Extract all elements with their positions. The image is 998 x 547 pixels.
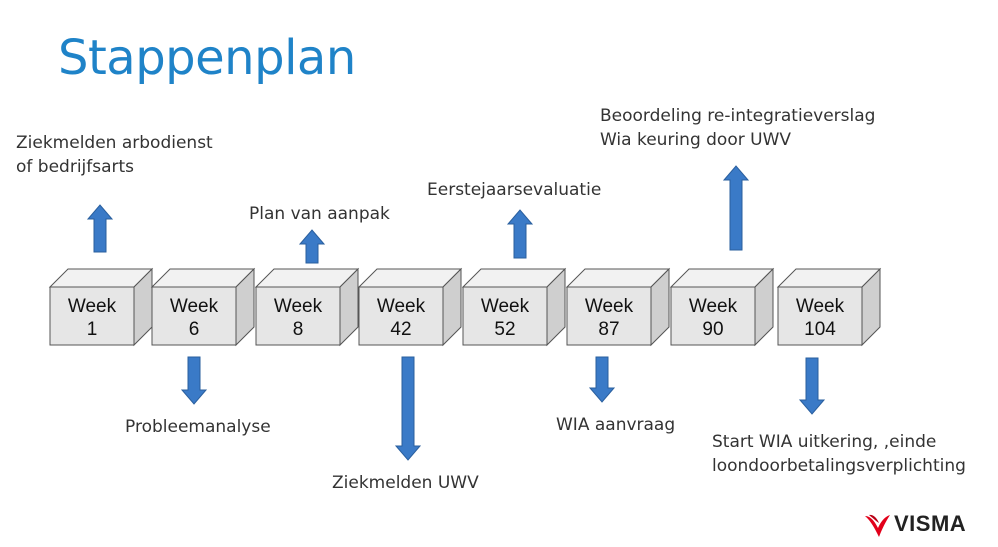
week-box-label: Week	[274, 296, 323, 317]
visma-swoosh-icon	[865, 514, 890, 537]
arrow-down-week-104	[798, 357, 826, 415]
visma-logo: VISMA	[862, 508, 974, 540]
label-week-52-line-1: Eerstejaarsevaluatie	[427, 180, 602, 200]
label-week-104: Start WIA uitkering, ,einde loondoorbeta…	[712, 430, 966, 478]
label-week-6: Probleemanalyse	[125, 415, 271, 439]
logo-text: VISMA	[894, 511, 967, 536]
arrow-down-week-6	[180, 356, 208, 405]
week-box-number: 87	[598, 319, 619, 340]
label-week-1-line-2: of bedrijfsarts	[16, 157, 135, 177]
week-box-label: Week	[481, 296, 530, 317]
week-box-front	[255, 286, 341, 346]
week-box-number: 52	[494, 319, 515, 340]
week-box-front	[49, 286, 135, 346]
week-box-label: Week	[585, 296, 634, 317]
week-box-number: 8	[293, 319, 304, 340]
week-box-number: 104	[804, 319, 836, 340]
page-title: Stappenplan	[58, 30, 356, 86]
label-week-1-line-1: Ziekmelden arbodienst	[16, 133, 213, 153]
label-week-87-line-1: WIA aanvraag	[556, 415, 676, 435]
label-week-87: WIA aanvraag	[556, 413, 675, 437]
label-week-104-line-2: loondoorbetalingsverplichting	[712, 456, 966, 476]
label-week-90-line-2: Wia keuring door UWV	[600, 130, 792, 150]
week-box-number: 6	[189, 319, 200, 340]
label-week-42-line-1: Ziekmelden UWV	[332, 473, 479, 493]
label-week-104-line-1: Start WIA uitkering, ,einde	[712, 432, 937, 452]
label-week-42: Ziekmelden UWV	[332, 471, 479, 495]
week-box-label: Week	[68, 296, 117, 317]
label-week-8: Plan van aanpak	[249, 202, 390, 226]
label-week-90-line-1: Beoordeling re-integratieverslag	[600, 106, 876, 126]
label-week-1: Ziekmelden arbodienst of bedrijfsarts	[16, 131, 213, 179]
arrow-up-week-90	[722, 165, 750, 251]
week-box-front	[777, 286, 863, 346]
week-box-front	[462, 286, 548, 346]
arrow-up-week-8	[298, 229, 326, 264]
label-week-90: Beoordeling re-integratieverslag Wia keu…	[600, 104, 875, 152]
week-box-front	[358, 286, 444, 346]
week-box-front	[670, 286, 756, 346]
label-week-6-line-1: Probleemanalyse	[125, 417, 271, 437]
label-week-8-line-1: Plan van aanpak	[249, 204, 390, 224]
week-box-number: 90	[702, 319, 723, 340]
week-box-label: Week	[689, 296, 738, 317]
week-box-front	[566, 286, 652, 346]
week-box-label: Week	[170, 296, 219, 317]
arrow-up-week-52	[506, 209, 534, 259]
arrow-down-week-42	[394, 356, 422, 461]
label-week-52: Eerstejaarsevaluatie	[427, 178, 601, 202]
arrow-down-week-87	[588, 356, 616, 403]
week-box-label: Week	[377, 296, 426, 317]
week-box-number: 42	[390, 319, 411, 340]
week-box-number: 1	[87, 319, 98, 340]
week-box-label: Week	[796, 296, 845, 317]
week-box-front	[151, 286, 237, 346]
arrow-up-week-1	[86, 204, 114, 253]
